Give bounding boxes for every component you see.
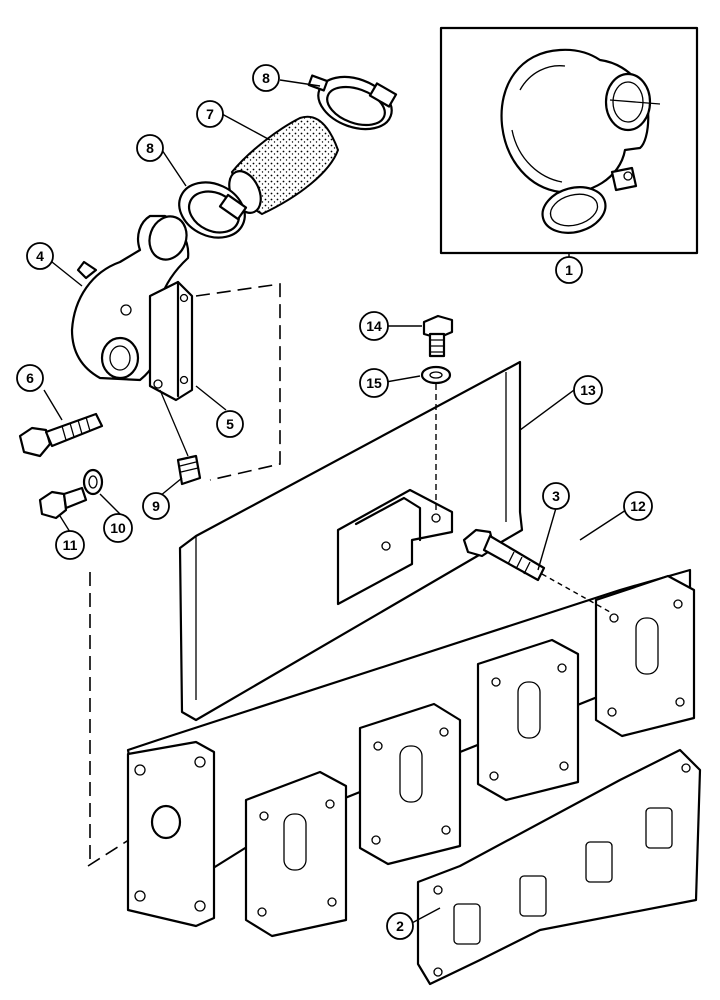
callout-2: 2	[386, 912, 414, 940]
turbocharger	[500, 48, 661, 234]
svg-text:7: 7	[206, 106, 214, 122]
hose-clamp-lower	[178, 181, 248, 239]
port-flange-1	[244, 770, 348, 938]
callout-10: 10	[103, 513, 133, 543]
bolt-6	[18, 412, 104, 458]
washer-10	[82, 468, 104, 496]
callout-12: 12	[623, 491, 653, 521]
callout-7: 7	[196, 100, 224, 128]
callout-6: 6	[16, 364, 44, 392]
turbocharger-inset	[439, 26, 699, 259]
bolt-11	[38, 486, 88, 520]
svg-text:15: 15	[366, 375, 382, 391]
svg-text:2: 2	[396, 918, 404, 934]
port-flange-2	[358, 702, 462, 866]
bolt-14	[422, 314, 454, 358]
svg-text:12: 12	[630, 498, 646, 514]
callout-8-upper: 8	[252, 64, 280, 92]
port-flange-4	[594, 574, 696, 738]
alignment-line-upper	[195, 283, 281, 481]
svg-text:6: 6	[26, 370, 34, 386]
manifold-gasket	[416, 748, 702, 986]
callout-15: 15	[359, 368, 389, 398]
callout-1: 1	[555, 256, 583, 284]
washer-15	[420, 365, 452, 385]
callout-9: 9	[142, 492, 170, 520]
heat-shield	[178, 360, 524, 722]
callout-8-lower: 8	[136, 134, 164, 162]
callout-14: 14	[359, 311, 389, 341]
callout-3: 3	[542, 482, 570, 510]
callout-11: 11	[55, 530, 85, 560]
svg-text:9: 9	[152, 498, 160, 514]
svg-text:10: 10	[110, 520, 126, 536]
callout-4: 4	[26, 242, 54, 270]
svg-text:4: 4	[36, 248, 44, 264]
elbow-flange	[120, 280, 194, 402]
svg-text:8: 8	[262, 70, 270, 86]
svg-text:3: 3	[552, 488, 560, 504]
svg-text:13: 13	[580, 382, 596, 398]
port-flange-3	[476, 638, 580, 802]
svg-text:5: 5	[226, 416, 234, 432]
svg-text:14: 14	[366, 318, 382, 334]
hose-clamp-upper	[307, 74, 398, 131]
bolt-3	[462, 528, 611, 613]
inset-frame	[439, 26, 699, 255]
svg-text:8: 8	[146, 140, 154, 156]
exhaust-manifold	[126, 568, 696, 938]
svg-text:1: 1	[565, 262, 573, 278]
svg-text:11: 11	[63, 537, 78, 553]
callout-13: 13	[573, 375, 603, 405]
callout-5: 5	[216, 410, 244, 438]
stud-9	[159, 389, 202, 486]
leader-lines	[43, 79, 627, 925]
